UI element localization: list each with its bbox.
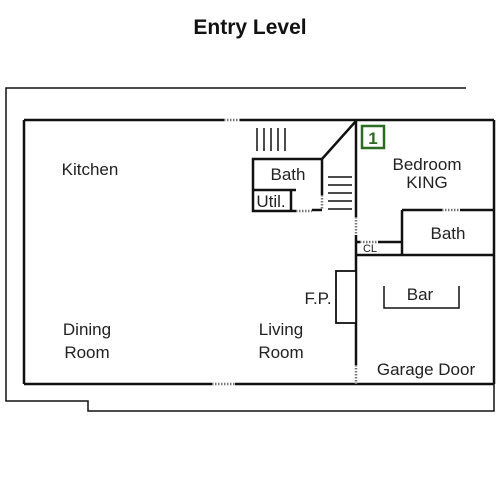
label-dining-line2: Room (64, 343, 109, 362)
label-bedroom-king: KING (406, 173, 448, 192)
marker-badge (360, 124, 386, 150)
label-living-line1: Living (259, 320, 303, 339)
interior-walls (251, 120, 494, 365)
label-closet: CL (363, 243, 377, 255)
label-kitchen: Kitchen (62, 160, 119, 179)
label-bedroom: Bedroom (393, 155, 462, 174)
label-bath-right: Bath (431, 224, 466, 243)
label-fireplace: F.P. (304, 289, 331, 308)
openings (212, 118, 460, 386)
exterior-walls (22, 118, 496, 386)
fireplace-box (335, 270, 357, 324)
label-bath-upper: Bath (271, 165, 306, 184)
marker-badge-label: 1 (368, 129, 377, 148)
deck-outline (5, 87, 495, 412)
stair-treads (256, 128, 352, 210)
label-garage-door: Garage Door (377, 360, 476, 379)
label-util: Util. (256, 192, 285, 211)
label-living-line2: Room (258, 343, 303, 362)
label-dining-line1: Dining (63, 320, 111, 339)
bar-counter (383, 286, 460, 309)
plan-title: Entry Level (193, 16, 306, 39)
label-bar: Bar (407, 285, 434, 304)
